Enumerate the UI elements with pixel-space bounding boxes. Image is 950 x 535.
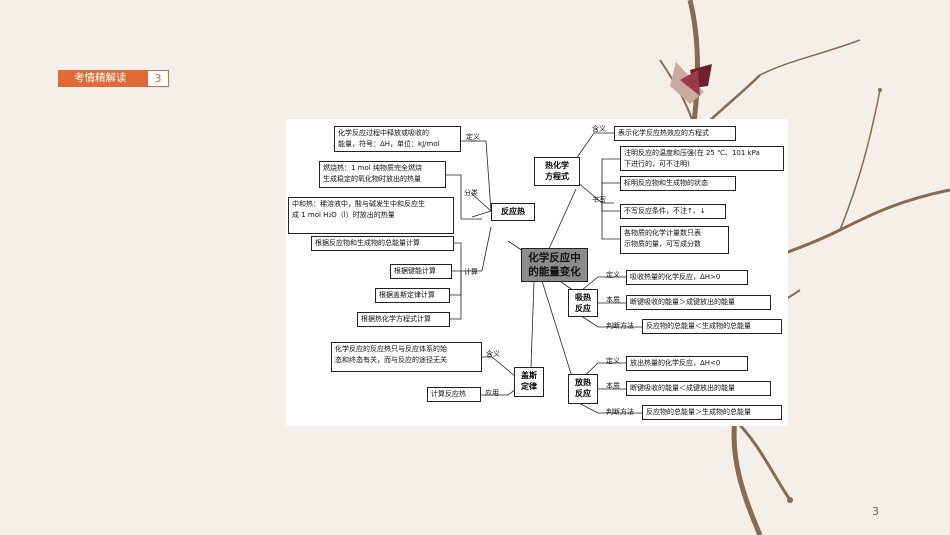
node-exothermic: 放热 反应	[568, 374, 598, 404]
node-hess-law: 盖斯 定律	[514, 367, 544, 397]
label-ex-criterion: 判断方法	[606, 408, 634, 416]
section-number: 3	[147, 70, 169, 87]
node-endothermic: 吸热 反应	[568, 289, 598, 317]
box-rh-neutralization: 中和热：稀溶液中，酸与碱发生中和反应生 成 1 mol H₂O（l）时放出的热量	[288, 197, 454, 234]
box-en-definition: 吸收热量的化学反应，ΔH>0	[626, 270, 748, 285]
section-label: 考情精解读	[58, 70, 147, 87]
box-rh-calc-energy: 根据反应物和生成物的总能量计算	[311, 236, 454, 251]
section-tag: 考情精解读 3	[58, 70, 169, 87]
box-rh-calc-hess: 根据盖斯定律计算	[375, 288, 450, 303]
label-en-criterion: 判断方法	[606, 322, 634, 330]
label-en-definition: 定义	[606, 271, 620, 279]
box-rh-combustion: 燃烧热：1 mol 纯物质完全燃烧 生成稳定的氧化物时放出的热量	[319, 161, 446, 188]
node-reaction-heat: 反应热	[491, 203, 535, 221]
label-hl-application: 应用	[485, 389, 499, 397]
box-ex-definition: 放出热量的化学反应，ΔH<0	[626, 356, 748, 371]
center-node: 化学反应中 的能量变化	[521, 248, 588, 282]
label-rh-calculation: 计算	[464, 268, 478, 276]
box-en-criterion: 反应物的总能量＜生成物的总能量	[642, 319, 782, 334]
box-rh-definition: 化学反应过程中释放或吸收的 能量，符号：ΔH，单位：kJ/mol	[334, 126, 461, 152]
page-number: 3	[872, 505, 879, 518]
box-te-writing-1: 注明反应的温度和压强(在 25 ℃、101 kPa 下进行的，可不注明)	[620, 146, 784, 171]
label-ex-definition: 定义	[606, 357, 620, 365]
box-rh-calc-thermo: 根据热化学方程式计算	[357, 312, 450, 327]
box-ex-criterion: 反应物的总能量＞生成物的总能量	[642, 405, 782, 420]
label-hl-meaning: 含义	[486, 350, 500, 358]
label-te-meaning: 含义	[592, 125, 606, 133]
box-te-writing-2: 标明反应物和生成物的状态	[620, 176, 736, 191]
box-en-essence: 断键吸收的能量＞成键放出的能量	[626, 295, 771, 310]
node-thermo-equation: 热化学 方程式	[534, 157, 580, 186]
label-te-writing: 书写	[592, 196, 606, 204]
label-en-essence: 本质	[606, 296, 620, 304]
box-ex-essence: 断键吸收的能量＜成键放出的能量	[626, 381, 771, 396]
box-te-meaning: 表示化学反应热效应的方程式	[614, 126, 736, 141]
box-te-writing-3: 不写反应条件，不注↑、↓	[620, 204, 726, 219]
label-rh-definition: 定义	[466, 133, 480, 141]
box-hl-application: 计算反应热	[427, 387, 481, 402]
box-rh-calc-bond: 根据键能计算	[390, 264, 452, 279]
label-rh-classification: 分类	[464, 189, 478, 197]
box-hl-meaning: 化学反应的反应热只与反应体系的始 态和终态有关，而与反应的途径无关	[331, 342, 482, 372]
box-te-writing-4: 各物质的化学计量数只表 示物质的量，可写成分数	[620, 226, 729, 254]
mind-map-diagram: 化学反应中 的能量变化 反应热 热化学 方程式 吸热 反应 放热 反应 盖斯 定…	[286, 119, 788, 426]
label-ex-essence: 本质	[606, 382, 620, 390]
